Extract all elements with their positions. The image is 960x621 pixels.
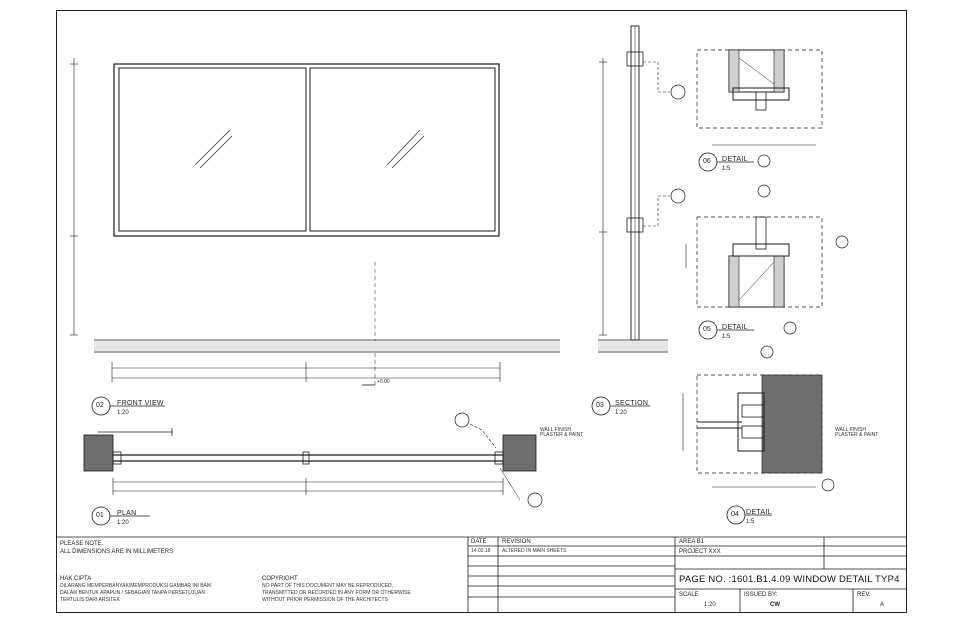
- plan-view: [83, 412, 543, 508]
- view-scale-detail-04: 1:5: [746, 519, 755, 525]
- tb-date-header: DATE: [471, 539, 487, 545]
- floor-slab: [94, 339, 668, 353]
- title-block-grid: [56, 536, 907, 613]
- detail-05: [685, 184, 849, 335]
- tb-project: PROJECT XXX: [679, 549, 721, 555]
- view-title-front: FRONT VIEW: [117, 400, 164, 407]
- view-number-03: 03: [596, 402, 604, 409]
- hak-cipta-line-3: TERTULIS DARI ARSITEK: [60, 597, 120, 603]
- view-number-04: 04: [731, 511, 739, 518]
- copyright-line-3: WITHOUT PRIOR PERMISSION OF THE ARCHITEC…: [262, 597, 388, 603]
- copyright-title: COPYRIGHT: [262, 576, 298, 582]
- view-number-06: 06: [703, 158, 711, 165]
- notes-line: ALL DIMENSIONS ARE IN MILLIMETERS: [60, 549, 174, 555]
- detail-06: [696, 49, 823, 168]
- notes-heading: PLEASE NOTE.: [60, 541, 104, 547]
- view-title-detail-04: DETAIL: [746, 509, 772, 516]
- view-scale-detail-05: 1:5: [722, 334, 731, 340]
- detail-04: [682, 345, 835, 492]
- tb-area: AREA B1: [679, 539, 705, 545]
- view-title-plan: PLAN: [117, 510, 137, 517]
- tb-revision-header: REVISION: [502, 539, 531, 545]
- hak-cipta-line-1: DILARANG MEMPERBANYAK/MEMPRODUKSI GAMBAR…: [60, 583, 212, 589]
- drawing-sheet-border: [56, 10, 907, 613]
- ffl-level-label: +0.00: [377, 379, 390, 385]
- section-view: [599, 25, 686, 341]
- callout-wall-finish-detail: WALL FINISH PLASTER & PAINT: [835, 427, 879, 438]
- view-scale-front: 1:20: [117, 410, 129, 416]
- view-title-detail-05: DETAIL: [722, 324, 748, 331]
- view-title-detail-06: DETAIL: [722, 156, 748, 163]
- tb-rev-header: REV.: [857, 592, 871, 598]
- view-title-markers: [91, 152, 772, 526]
- tb-issued-value: CW: [770, 602, 780, 608]
- view-title-section: SECTION: [615, 400, 649, 407]
- front-dimensions: [111, 362, 501, 382]
- tb-page-number: PAGE NO. :1601.B1.4.09 WINDOW DETAIL TYP…: [679, 574, 900, 585]
- copyright-line-2: TRANSMITTED OR RECORDED IN ANY FORM OR O…: [262, 590, 411, 596]
- tb-scale-header: SCALE: [679, 592, 699, 598]
- view-number-05: 05: [703, 326, 711, 333]
- copyright-line-1: NO PART OF THIS DOCUMENT MAY BE REPRODUC…: [262, 583, 394, 589]
- view-number-02: 02: [96, 402, 104, 409]
- tb-revision-1: ALTERED IN MAIN SHEETS: [502, 548, 567, 554]
- tb-date-1: 14.02.18: [471, 548, 491, 554]
- hak-cipta-title: HAK CIPTA: [60, 576, 92, 582]
- tb-rev-value: A: [880, 602, 885, 608]
- view-scale-detail-06: 1:5: [722, 166, 731, 172]
- hak-cipta-line-2: DALAM BENTUK APAPUN / SEBAGIAN TANPA PER…: [60, 590, 205, 596]
- callout-wall-finish-plan: WALL FINISH PLASTER & PAINT: [540, 427, 584, 438]
- view-scale-section: 1:20: [615, 410, 627, 416]
- view-number-01: 01: [96, 512, 104, 519]
- tb-scale-value: 1:20: [704, 602, 716, 608]
- tb-issued-header: ISSUED BY:: [744, 592, 778, 598]
- front-view-window: [70, 58, 500, 386]
- view-scale-plan: 1:20: [117, 520, 129, 526]
